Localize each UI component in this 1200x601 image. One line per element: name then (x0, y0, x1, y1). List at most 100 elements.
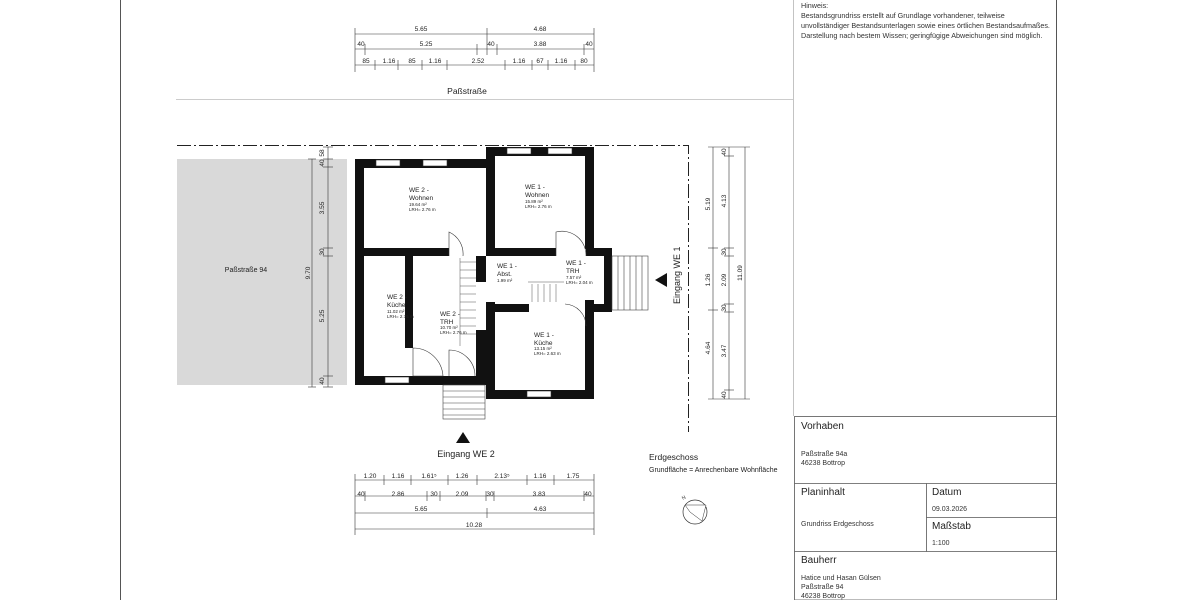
svg-text:N: N (681, 495, 687, 502)
left-dimension-labels: 58 40 3.55 30 9.70 5.25 40 (305, 149, 326, 385)
entrance-we2-label: Eingang WE 2 (437, 449, 495, 459)
room-label: WE 2 - (387, 294, 407, 301)
windows (375, 147, 573, 398)
dim-label: 1.16 (555, 58, 568, 65)
dim-label: 2.86 (392, 491, 405, 498)
dim-label: 1.16 (392, 473, 405, 480)
dim-label: 40 (584, 491, 592, 498)
dim-label: 2.52 (472, 58, 485, 65)
room-height: LRH= 2.04 m (566, 280, 593, 285)
dim-label: 1.16 (534, 473, 547, 480)
bauherr-line: 46238 Bottrop (801, 593, 845, 600)
dim-label: 4.63 (534, 506, 547, 513)
top-dimensions (354, 28, 595, 72)
dim-label: 5.25 (319, 309, 326, 322)
dim-label: 40 (357, 491, 365, 498)
entrance-we1-arrow-icon (655, 273, 667, 287)
north-arrow-icon: N (681, 495, 708, 525)
room-height: LRH= 2.76 m (409, 207, 436, 212)
dim-label: 1.26 (456, 473, 469, 480)
dim-label: 30 (486, 491, 494, 498)
bottom-dimensions (354, 474, 595, 535)
dim-label: 5.65 (415, 26, 428, 33)
planinhalt-label: Planinhalt (801, 487, 845, 498)
room-label: Wohnen (525, 192, 549, 199)
dim-label: 80 (580, 58, 588, 65)
exterior-stairs (442, 255, 649, 420)
room-label: WE 2 - (409, 187, 429, 194)
dim-label: 30 (721, 248, 728, 256)
datum-value: 09.03.2026 (932, 506, 968, 513)
vorhaben-value: Paßstraße 94a 46238 Bottrop (801, 450, 847, 468)
note-line: Darstellung nach bestem Wissen; geringfü… (801, 31, 1043, 40)
dim-label: 1.20 (364, 473, 377, 480)
dim-label: 1.61⁵ (421, 473, 437, 480)
dim-label: 30 (319, 248, 326, 256)
dim-label: 3.47 (721, 344, 728, 357)
room-height: LRH= 2.63 m (534, 351, 561, 356)
bauherr-line: Paßstraße 94 (801, 584, 844, 591)
room-height: LRH= 2.75 m (387, 314, 414, 319)
dim-label: 1.16 (429, 58, 442, 65)
room-area: 15.89 m² (525, 199, 543, 204)
dim-label: 40 (585, 41, 593, 48)
dim-label: 2.09 (456, 491, 469, 498)
dim-label: 85 (408, 58, 416, 65)
note-block: Hinweis: Bestandsgrundriss erstellt auf … (801, 1, 1050, 41)
room-area: 19.64 m² (409, 202, 427, 207)
neighbor-label: Paßstraße 94 (225, 267, 268, 274)
dim-label: 40 (721, 148, 728, 156)
interior-stairs (459, 258, 564, 346)
entrance-we1-label: Eingang WE 1 (672, 246, 682, 304)
top-dimension-labels: 5.65 4.68 40 5.25 40 3.88 40 85 1.16 85 … (357, 26, 593, 65)
room-area: 13.15 m² (534, 346, 552, 351)
title-block-grid (794, 416, 1057, 600)
dim-label: 40 (319, 377, 326, 385)
room-height: LRH= 2.76 m (440, 330, 467, 335)
room-label: Küche (534, 340, 553, 347)
dim-label: 30 (430, 491, 438, 498)
room-area: 7.57 m² (566, 275, 582, 280)
right-dimension-labels: 5.19 1.26 4.64 40 4.13 30 2.09 30 3.47 4… (705, 148, 744, 399)
note-line: unvollständiger Bestandsunterlagen sowie… (801, 21, 1050, 30)
planinhalt-value: Grundriss Erdgeschoss (801, 521, 874, 528)
dim-label: 3.83 (533, 491, 546, 498)
room-label: Wohnen (409, 195, 433, 202)
right-dimensions (708, 146, 750, 400)
dim-label: 40 (357, 41, 365, 48)
dim-label: 1.75 (567, 473, 580, 480)
vorhaben-line: 46238 Bottrop (801, 460, 845, 467)
floor-subtitle: Grundfläche = Anrechenbare Wohnfläche (649, 467, 778, 474)
massstab-label: Maßstab (932, 521, 971, 532)
room-height: LRH= 2.76 m (525, 204, 552, 209)
vorhaben-line: Paßstraße 94a (801, 451, 848, 458)
room-label: WE 1 - (566, 260, 586, 267)
note-line: Bestandsgrundriss erstellt auf Grundlage… (801, 11, 1005, 20)
datum-label: Datum (932, 487, 962, 498)
bauherr-line: Hatice und Hasan Gülsen (801, 575, 881, 582)
room-label: TRH (440, 319, 454, 326)
dim-label: 2.13⁵ (494, 473, 510, 480)
note-title: Hinweis: (801, 1, 829, 10)
dim-label: 40 (319, 159, 326, 167)
dim-label: 4.64 (705, 341, 712, 354)
street-label: Paßstraße (447, 86, 487, 96)
massstab-value: 1:100 (932, 540, 950, 547)
dim-label: 40 (721, 391, 728, 399)
entrance-we2-arrow-icon (456, 432, 470, 443)
vorhaben-label: Vorhaben (801, 421, 844, 432)
room-label: WE 1 - (525, 184, 545, 191)
dim-label: 5.25 (420, 41, 433, 48)
doors (412, 231, 587, 377)
left-dimensions (308, 146, 333, 388)
floor-title: Erdgeschoss (649, 452, 698, 462)
dim-label: 11.09 (737, 265, 744, 281)
dim-label: 30 (721, 304, 728, 312)
dim-label: 58 (319, 149, 326, 157)
room-area: 10.70 m² (440, 325, 458, 330)
bauherr-label: Bauherr (801, 555, 837, 566)
room-label: TRH (566, 268, 580, 275)
room-label: Abst. (497, 271, 512, 278)
dim-label: 1.16 (383, 58, 396, 65)
